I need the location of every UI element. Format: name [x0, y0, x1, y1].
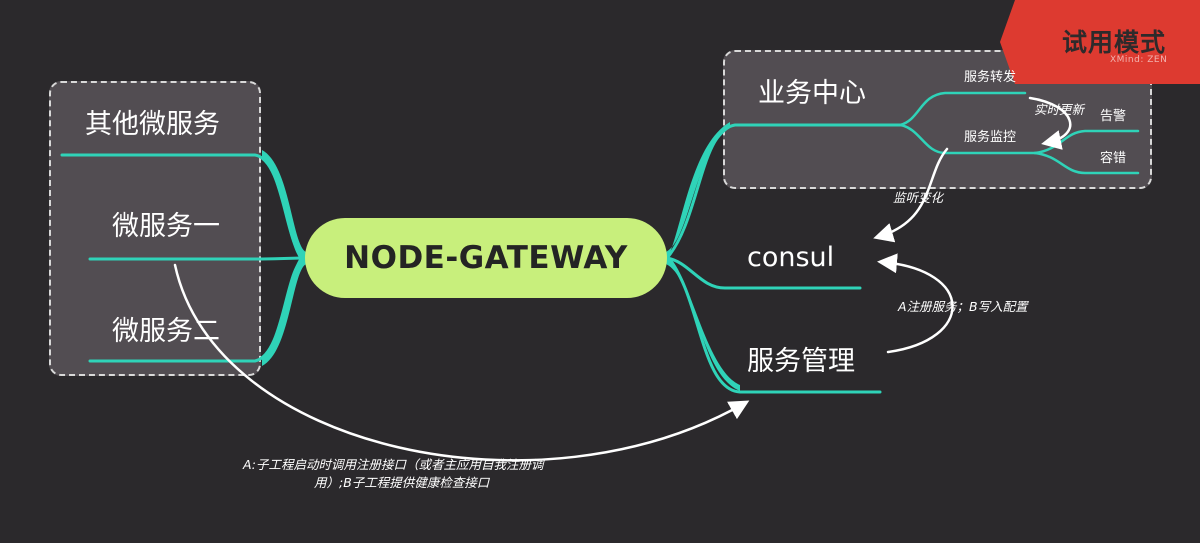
branch-other-services — [60, 153, 307, 260]
node-service-two[interactable]: 微服务二 — [112, 316, 220, 347]
left-group-box[interactable] — [49, 81, 261, 376]
trial-badge-sub: XMind: ZEN — [1110, 55, 1168, 65]
relation-sub-project — [173, 263, 750, 462]
branch-business-center — [665, 123, 902, 260]
branch-service-mgmt — [665, 256, 882, 394]
node-service-one[interactable]: 微服务一 — [112, 211, 220, 242]
branch-alert — [1033, 129, 1140, 155]
node-service-mgmt[interactable]: 服务管理 — [747, 346, 855, 377]
branch-consul — [665, 256, 862, 290]
node-monitor[interactable]: 服务监控 — [964, 130, 1017, 145]
relation-watch-changes — [873, 147, 949, 243]
trial-badge-shape — [1000, 0, 1200, 84]
node-forward[interactable]: 服务转发 — [964, 70, 1017, 85]
label-register-write: A注册服务；B写入配置 — [898, 299, 1028, 314]
relation-curves — [173, 96, 1072, 462]
label-watch-changes: 监听变化 — [893, 190, 944, 205]
branch-service-one — [88, 256, 307, 261]
node-alert[interactable]: 告警 — [1100, 109, 1127, 124]
node-business-center[interactable]: 业务中心 — [758, 78, 866, 109]
node-consul[interactable]: consul — [747, 242, 835, 273]
center-node-label: NODE-GATEWAY — [344, 240, 628, 276]
relation-realtime-update — [1028, 96, 1072, 150]
label-realtime-update: 实时更新 — [1034, 102, 1085, 117]
branch-forward — [898, 91, 1027, 127]
label-sub-project-line2: 用）;B子工程提供健康检查接口 — [314, 475, 490, 490]
node-other-services[interactable]: 其他微服务 — [85, 109, 220, 140]
branch-fault — [1033, 151, 1140, 175]
right-branches — [665, 91, 1140, 394]
label-sub-project-line1: A:子工程启动时调用注册接口（或者主应用自我注册调 — [243, 457, 544, 472]
relation-register-write — [877, 253, 954, 354]
trial-badge-label: 试用模式 — [1062, 28, 1167, 57]
node-fault-tolerance[interactable]: 容错 — [1100, 151, 1127, 166]
center-node[interactable]: NODE-GATEWAY — [305, 218, 667, 298]
